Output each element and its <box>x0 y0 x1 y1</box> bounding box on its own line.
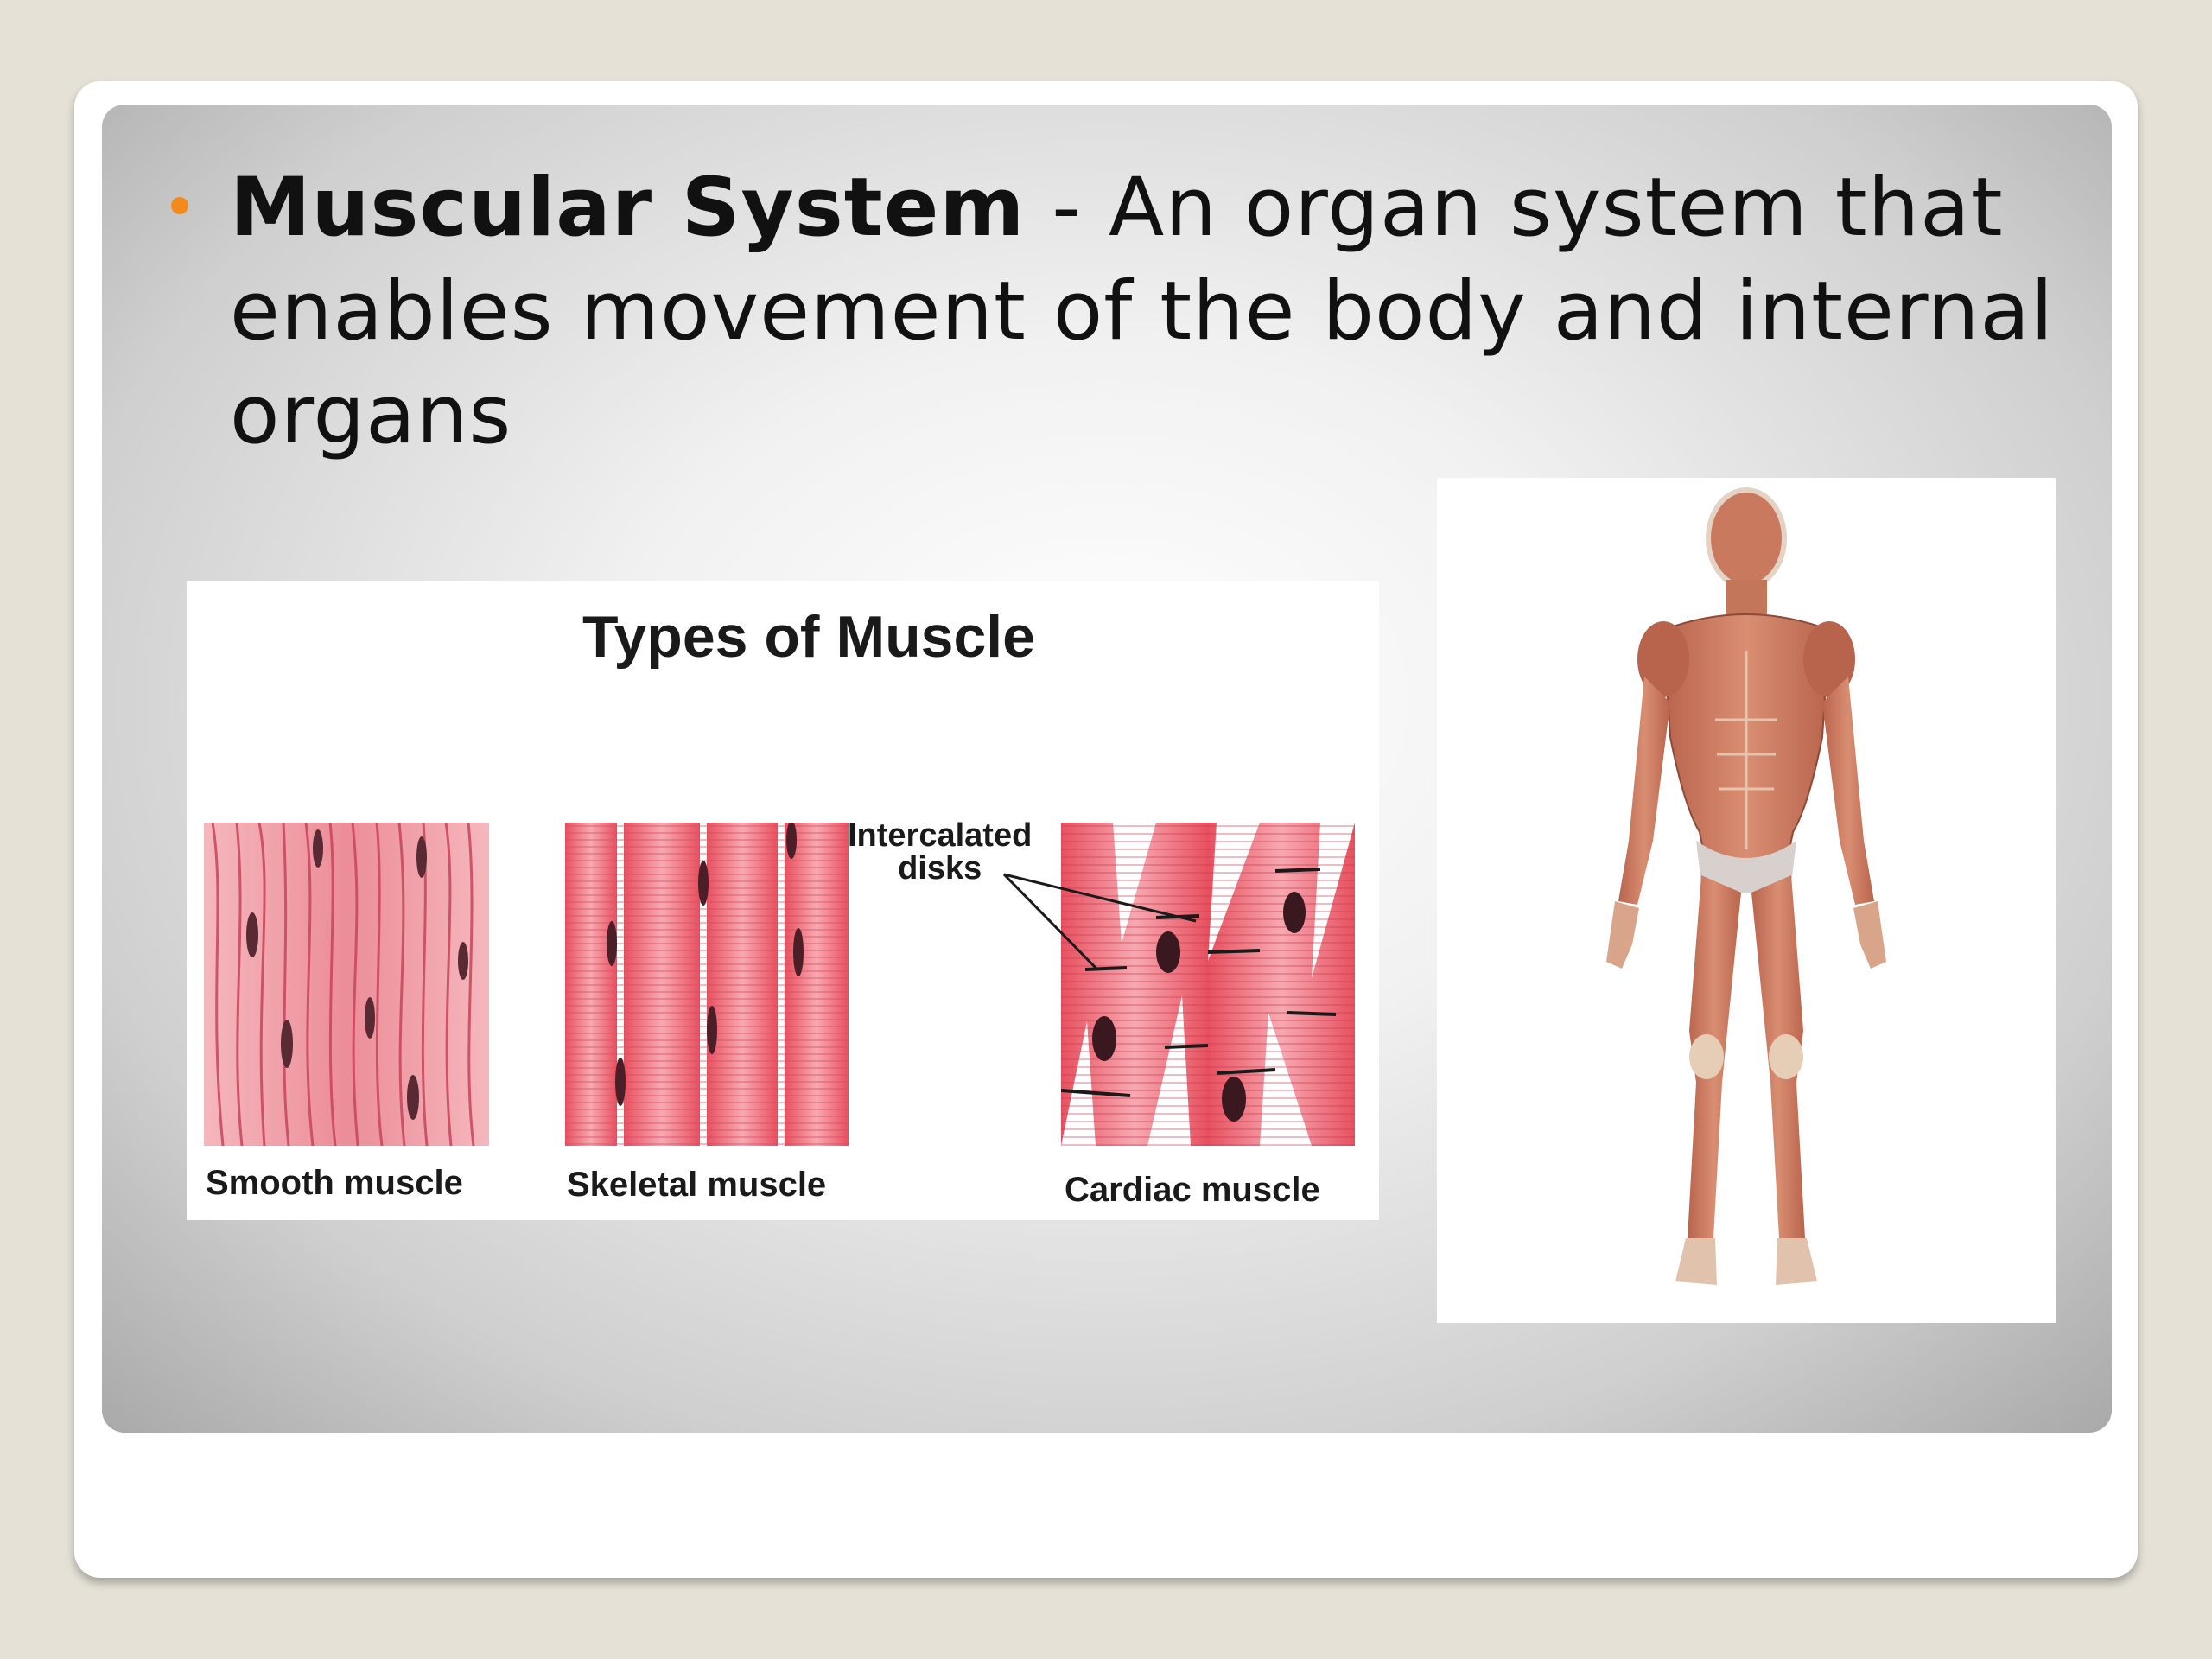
skeletal-muscle-caption: Skeletal muscle <box>567 1166 827 1204</box>
annotation-line-1: Intercalated <box>848 817 1033 854</box>
cardiac-muscle-illustration <box>1061 823 1355 1146</box>
figure-title: Types of Muscle <box>582 604 1035 670</box>
human-muscular-figure <box>1437 478 2056 1323</box>
smooth-muscle-caption: Smooth muscle <box>206 1164 463 1202</box>
muscle-types-figure: Types of Muscle <box>187 581 1379 1220</box>
bullet-dot-icon <box>171 197 188 214</box>
content-panel: Muscular System - An organ system that e… <box>102 105 2112 1433</box>
cardiac-muscle-caption: Cardiac muscle <box>1065 1171 1320 1209</box>
annotation-pointer-lines <box>1002 873 1197 971</box>
bullet-definition: - An organ system that enables movement … <box>230 161 2055 462</box>
skeletal-muscle-illustration <box>565 823 849 1146</box>
bullet-text: Muscular System - An organ system that e… <box>230 156 2088 467</box>
intercalated-disks-annotation: Intercalated disks <box>848 819 1032 885</box>
bullet-term: Muscular System <box>230 161 1026 255</box>
annotation-line-2: disks <box>898 850 982 887</box>
smooth-muscle-illustration <box>204 823 489 1146</box>
